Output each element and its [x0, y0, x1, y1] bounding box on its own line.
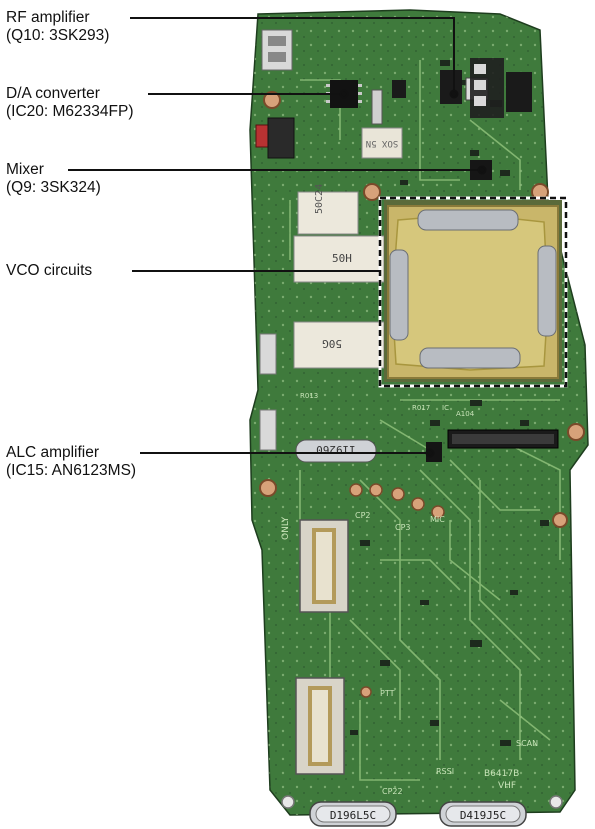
- vco-shield-can: [384, 200, 562, 382]
- module-50h: 50H: [293, 235, 385, 283]
- marking-model: B6417B: [484, 769, 519, 779]
- test-points: [349, 483, 445, 698]
- rf-amplifier-chip: [440, 70, 462, 104]
- leader-rf-amplifier-dot: [449, 89, 459, 99]
- side-connector-1: [259, 333, 277, 375]
- callout-rf-amplifier-name: RF amplifier: [6, 9, 90, 26]
- mounting-holes: [259, 91, 585, 809]
- callout-rf-amplifier: RF amplifier (Q10: 3SK293): [6, 9, 109, 45]
- marking-r013: R013: [300, 392, 318, 400]
- board-connector-lower: [295, 677, 345, 775]
- callout-mixer-part: (Q9: 3SK324): [6, 179, 101, 196]
- leader-mixer-dot: [477, 165, 487, 175]
- marking-a104: A104: [456, 410, 475, 418]
- marking-cp3: CP3: [395, 523, 411, 532]
- leader-lines: [68, 17, 487, 458]
- board-connector-upper: [299, 519, 349, 613]
- marking-rssi: RSSI: [436, 767, 454, 776]
- callout-alc-amplifier: ALC amplifier (IC15: AN6123MS): [6, 444, 136, 480]
- side-connector-2: [259, 409, 277, 451]
- callout-vco-circuits-name: VCO circuits: [6, 262, 93, 279]
- callout-mixer-name: Mixer: [6, 161, 44, 178]
- module-50g: 50G: [293, 321, 385, 369]
- crystal-119260: 119260: [295, 439, 377, 463]
- crystal-d419j5c: D419J5C: [439, 801, 527, 827]
- pcb-traces: [289, 60, 561, 781]
- module-50c24-label: 50C24: [314, 184, 325, 214]
- callout-rf-amplifier-part: (Q10: 3SK293): [6, 27, 110, 44]
- marking-r017: R017: [412, 404, 430, 412]
- leader-da-converter-dot: [339, 89, 349, 99]
- callout-da-converter-part: (IC20: M62334FP): [6, 103, 134, 120]
- sox-module: SOX 5N: [361, 127, 403, 159]
- crystal-d196l5c-label: D196L5C: [330, 809, 376, 822]
- leader-alc-amplifier-dot: [425, 448, 435, 458]
- module-50c24: 50C24: [297, 184, 359, 235]
- marking-scan: SCAN: [516, 739, 538, 748]
- marking-only: ONLY: [281, 516, 291, 540]
- callout-alc-amplifier-name: ALC amplifier: [6, 444, 100, 461]
- marking-cp2: CP2: [355, 511, 371, 520]
- callout-da-converter: D/A converter (IC20: M62334FP): [6, 85, 134, 121]
- marking-mic: MIC: [430, 515, 445, 524]
- marking-band: VHF: [498, 781, 516, 791]
- crystal-d196l5c: D196L5C: [309, 801, 397, 827]
- callout-vco-circuits: VCO circuits: [6, 262, 92, 280]
- module-50h-label: 50H: [332, 252, 352, 265]
- callout-mixer: Mixer (Q9: 3SK324): [6, 161, 101, 197]
- callout-da-converter-name: D/A converter: [6, 85, 100, 102]
- switch-red: [255, 124, 269, 148]
- marking-ptt: PTT: [380, 689, 395, 698]
- marking-ic: IC: [442, 404, 449, 412]
- marking-cp22: CP22: [382, 787, 403, 796]
- sox-label: SOX 5N: [366, 138, 399, 148]
- callout-alc-amplifier-part: (IC15: AN6123MS): [6, 462, 137, 479]
- crystal-119260-label: 119260: [316, 443, 356, 456]
- crystal-d419j5c-label: D419J5C: [460, 809, 506, 822]
- pcb-small-components: [350, 60, 549, 746]
- leader-rf-amplifier: [130, 17, 455, 94]
- module-50g-label: 50G: [322, 337, 342, 350]
